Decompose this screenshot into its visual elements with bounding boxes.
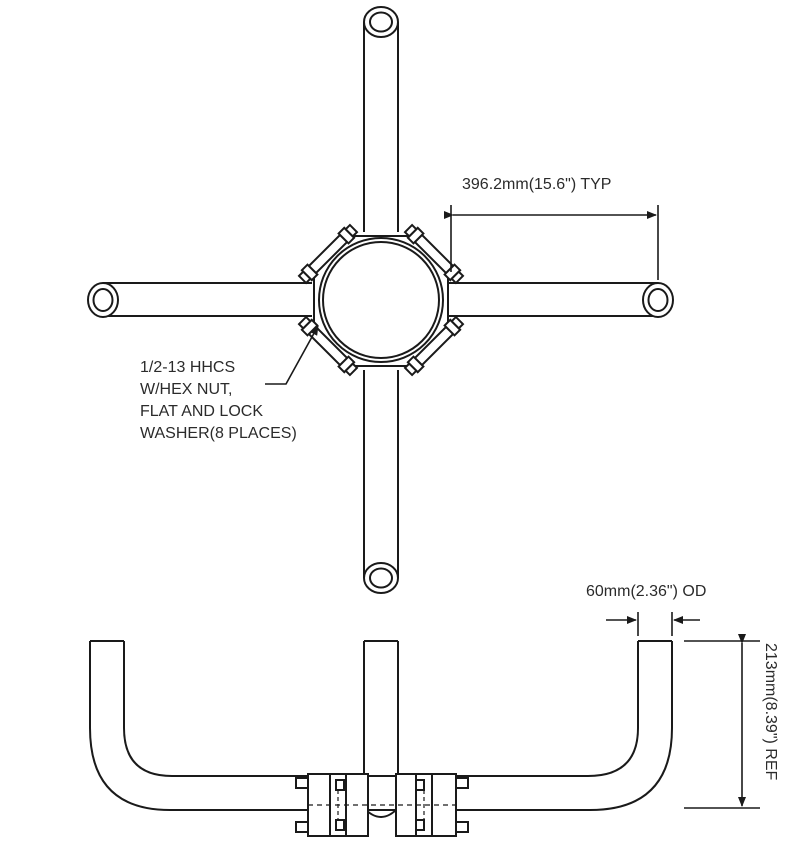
hardware-note-line-3: FLAT AND LOCK [140,403,263,420]
hardware-leader [265,325,319,385]
spacing-dimension [444,205,659,280]
bolt-sw [297,315,359,377]
top-view [87,6,674,594]
hardware-note-line-4: WASHER(8 PLACES) [140,425,297,442]
height-label: 213mm(8.39") REF [762,643,779,781]
height-dimension [684,634,760,809]
center-pipe [363,640,399,818]
pipe-od-label: 60mm(2.36") OD [586,583,707,600]
bolt-se [403,315,465,377]
arm-north [363,6,399,232]
bolt-ne [403,223,465,285]
spacing-label: 396.2mm(15.6") TYP [462,176,612,193]
side-bolt-heads [295,777,469,833]
hardware-note-line-1: 1/2-13 HHCS [140,359,236,376]
arm-south [363,370,399,594]
hardware-note-line-2: W/HEX NUT, [140,381,233,398]
center-hub [313,235,449,367]
arm-west [87,282,312,318]
side-view [89,612,760,837]
arm-east [448,282,674,318]
hardware-note: 1/2-13 HHCS W/HEX NUT, FLAT AND LOCK WAS… [140,357,297,445]
clamp-block [307,773,457,837]
bolt-nw [297,223,359,285]
u-pipe [89,640,673,811]
od-dimension [606,612,700,636]
